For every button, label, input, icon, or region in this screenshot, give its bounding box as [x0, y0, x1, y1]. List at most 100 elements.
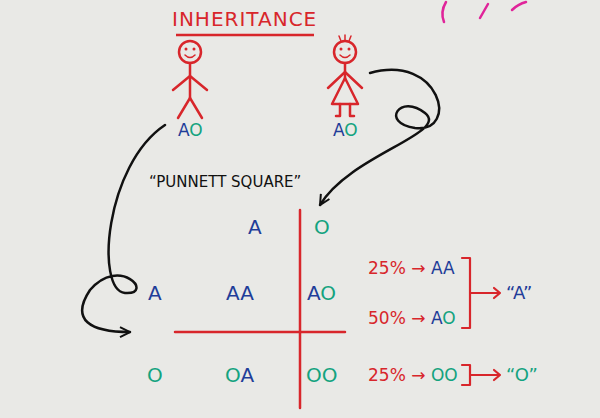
- letter: O: [322, 363, 338, 387]
- letter: [406, 258, 411, 278]
- letter: [406, 365, 411, 385]
- allele-text: A: [148, 281, 162, 305]
- eye: [348, 48, 351, 51]
- letter: O: [147, 363, 163, 387]
- letter: “: [506, 282, 513, 303]
- letter: 0: [379, 308, 390, 328]
- letter: A: [178, 120, 189, 140]
- bracket: [462, 365, 470, 385]
- letter: A: [248, 215, 262, 239]
- letter: →: [411, 308, 425, 328]
- genotype-text: AO: [178, 120, 203, 140]
- letter: A: [240, 363, 254, 387]
- male-figure: [173, 41, 207, 118]
- letter: A: [431, 308, 442, 328]
- letter: [425, 258, 430, 278]
- letter: O: [189, 120, 202, 140]
- eye: [340, 48, 343, 51]
- legs: [336, 104, 354, 116]
- letter: →: [411, 365, 425, 385]
- letter: O: [431, 365, 444, 385]
- grid-line: [299, 210, 302, 408]
- allele-text: A: [248, 215, 262, 239]
- letter: A: [513, 282, 523, 303]
- letter: A: [226, 281, 240, 305]
- allele-text: O: [314, 215, 330, 239]
- allele-text: AO: [307, 281, 336, 305]
- genotype-text: AO: [333, 120, 358, 140]
- bracket: [462, 258, 470, 328]
- letter: O: [320, 281, 336, 305]
- letter: %: [390, 258, 406, 278]
- bracket-arrow: [470, 288, 500, 298]
- allele-text: OO: [306, 363, 338, 387]
- hair: [339, 35, 351, 41]
- letter: A: [148, 281, 162, 305]
- letter: O: [444, 365, 457, 385]
- letter: %: [390, 308, 406, 328]
- inheritance-arrow: [320, 70, 439, 205]
- letter: ”: [529, 364, 538, 385]
- eye: [193, 48, 196, 51]
- letter: [425, 365, 430, 385]
- letter: [406, 308, 411, 328]
- eye: [185, 48, 188, 51]
- allele-text: O: [147, 363, 163, 387]
- letter: “: [506, 364, 515, 385]
- grid-line: [175, 331, 345, 334]
- title: INHERITANCE: [172, 7, 317, 31]
- letter: A: [307, 281, 320, 305]
- punnett-square: AOAAAAOOOAOO: [130, 205, 355, 410]
- probability-label: 25% → OO: [368, 365, 458, 385]
- title-underline: [176, 34, 314, 37]
- letter: 5: [379, 365, 390, 385]
- legs: [178, 98, 202, 118]
- probability-label: 25% → AA: [368, 258, 455, 278]
- letter: A: [443, 258, 455, 278]
- allele-text: AA: [226, 281, 254, 305]
- letter: →: [411, 258, 425, 278]
- blood-type-label: “O”: [506, 364, 538, 386]
- letter: A: [240, 281, 254, 305]
- letter: ”: [523, 282, 532, 303]
- letter: 2: [368, 365, 379, 385]
- dress: [332, 78, 358, 104]
- head: [334, 41, 356, 63]
- inheritance-arrow: [82, 125, 165, 332]
- head: [179, 41, 201, 63]
- letter: O: [442, 308, 455, 328]
- letter: 5: [368, 308, 379, 328]
- pink-stroke: [512, 2, 526, 10]
- punnett-grid: [175, 210, 345, 408]
- letter: %: [390, 365, 406, 385]
- probability-label: 50% → AO: [368, 308, 456, 328]
- result-brackets: [462, 258, 500, 385]
- smile: [340, 55, 350, 58]
- father-figure: AO: [165, 38, 215, 142]
- pink-marks: [442, 2, 526, 22]
- letter: O: [225, 363, 240, 387]
- body: [189, 63, 192, 98]
- arms: [173, 76, 207, 90]
- letter: O: [306, 363, 322, 387]
- smile: [185, 55, 195, 58]
- letter: O: [314, 215, 330, 239]
- allele-text: OA: [225, 363, 254, 387]
- letter: 5: [379, 258, 390, 278]
- mother-figure: AO: [320, 38, 370, 142]
- letter: O: [515, 364, 529, 385]
- eyes: [185, 48, 351, 51]
- pink-stroke: [480, 4, 488, 18]
- letter: A: [431, 258, 443, 278]
- blood-type-label: “A”: [506, 282, 532, 304]
- letter: 2: [368, 258, 379, 278]
- female-figure: [328, 35, 362, 116]
- letter: A: [333, 120, 344, 140]
- pink-stroke: [442, 2, 446, 22]
- bracket-arrow: [470, 370, 500, 380]
- letter: O: [344, 120, 357, 140]
- square-heading: “PUNNETT SQUARE”: [149, 173, 301, 191]
